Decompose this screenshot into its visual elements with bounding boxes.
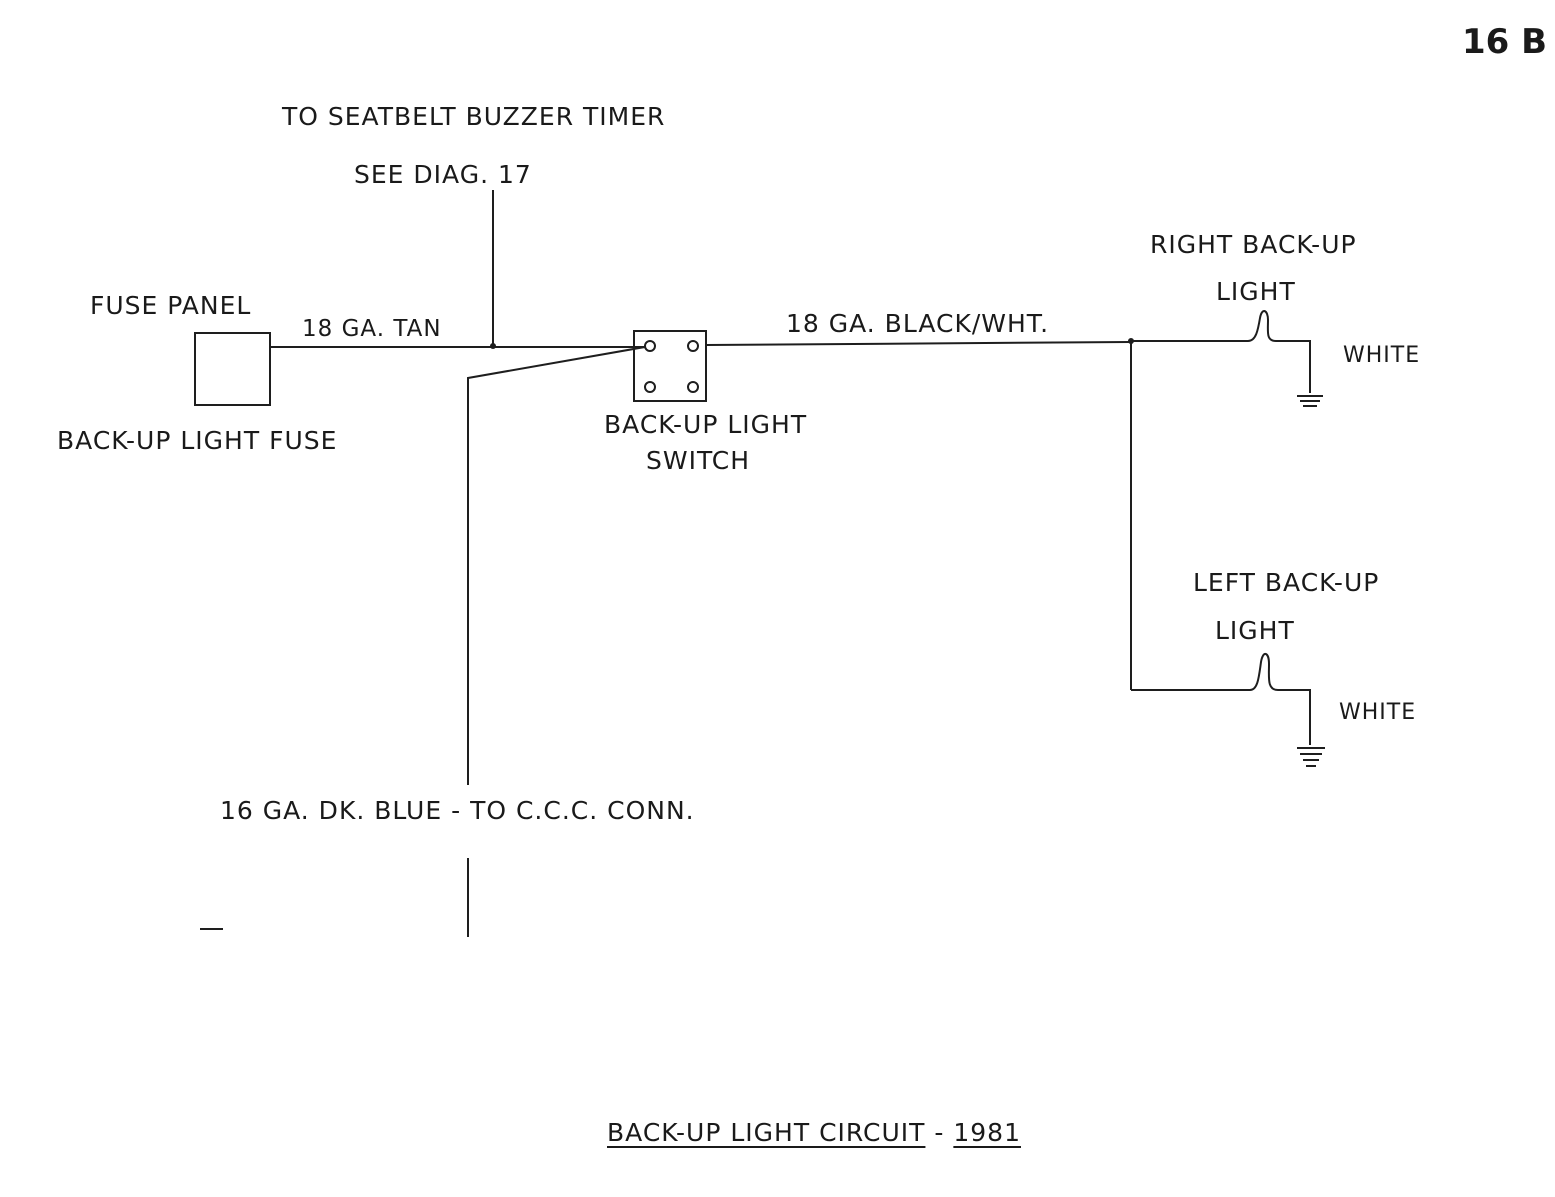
black-white-wire — [705, 341, 1132, 346]
dk-blue-wire — [467, 346, 646, 785]
switch-terminal — [687, 381, 699, 393]
diagram-title-year: 1981 — [953, 1118, 1021, 1147]
diagram-title-dash: - — [925, 1118, 954, 1147]
seatbelt-buzzer-label: TO SEATBELT BUZZER TIMER — [282, 102, 666, 131]
switch-terminal — [644, 381, 656, 393]
diagram-title-text: BACK-UP LIGHT CIRCUIT — [607, 1118, 926, 1147]
right-light-label-line2: LIGHT — [1216, 277, 1296, 306]
left-backup-lamp — [1131, 653, 1311, 745]
left-light-label-line1: LEFT BACK-UP — [1193, 568, 1380, 597]
left-light-label-line2: LIGHT — [1215, 616, 1295, 645]
dk-blue-wire-label: 16 GA. DK. BLUE - TO C.C.C. CONN. — [220, 796, 695, 825]
left-white-wire-label: WHITE — [1339, 700, 1417, 725]
fuse-panel-label: FUSE PANEL — [90, 291, 252, 320]
switch-label-line1: BACK-UP LIGHT — [604, 410, 808, 439]
backup-light-fuse-label: BACK-UP LIGHT FUSE — [57, 426, 338, 455]
switch-terminal — [644, 340, 656, 352]
diagram-title: BACK-UP LIGHT CIRCUIT - 1981 — [607, 1120, 1021, 1145]
switch-terminal — [687, 340, 699, 352]
fuse-box — [194, 332, 271, 406]
tan-wire-junction — [490, 343, 496, 349]
backup-light-switch — [633, 330, 707, 402]
switch-label-line2: SWITCH — [646, 446, 751, 475]
page-number: 16 B — [1462, 22, 1548, 62]
right-white-wire-label: WHITE — [1343, 343, 1421, 368]
black-white-wire-label: 18 GA. BLACK/WHT. — [786, 309, 1050, 338]
see-diagram-label: SEE DIAG. 17 — [354, 160, 532, 189]
right-light-label-line1: RIGHT BACK-UP — [1150, 230, 1357, 259]
right-backup-lamp — [1131, 310, 1311, 393]
tan-wire-label: 18 GA. TAN — [302, 316, 442, 342]
